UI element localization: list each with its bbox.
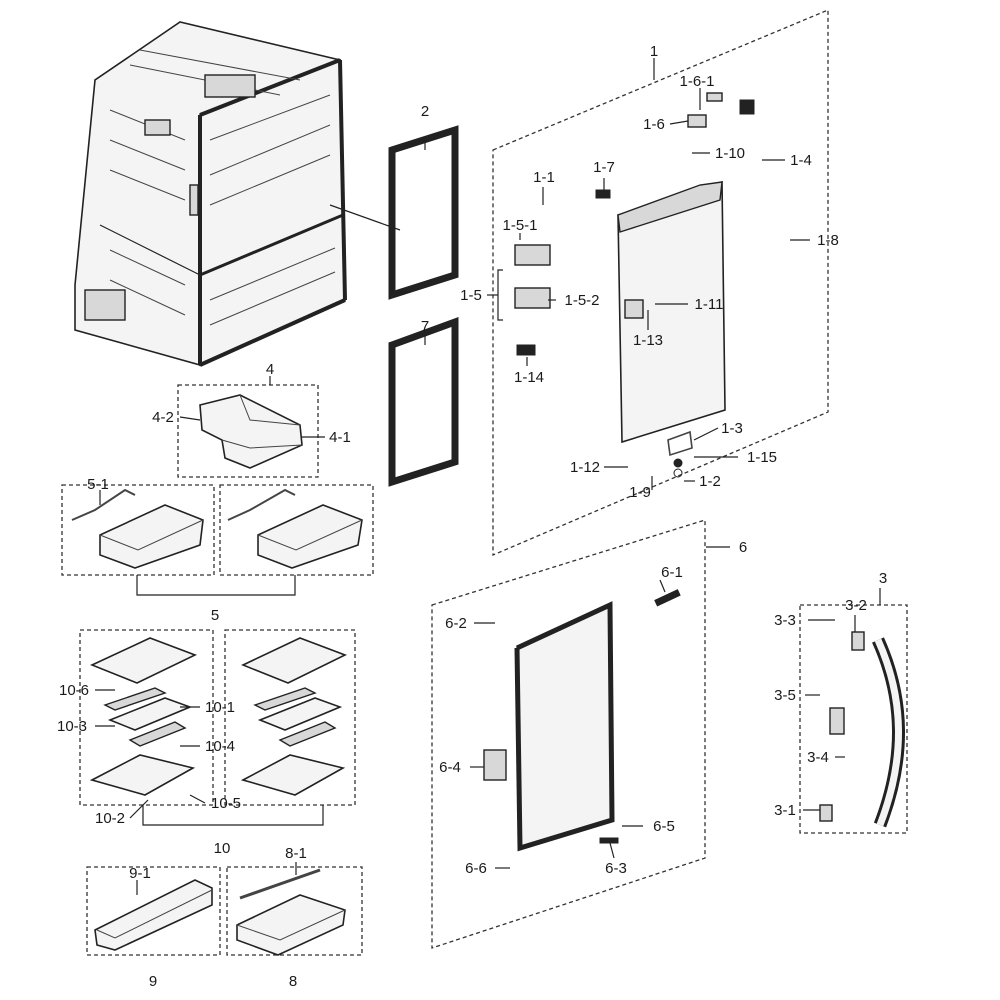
leader-lines — [95, 58, 881, 895]
door-bin-4-1 — [199, 394, 303, 469]
label-1-12: 1-12 — [570, 459, 600, 476]
group-5-left-box — [61, 484, 215, 576]
door-bin-9-1 — [94, 879, 213, 951]
group-5-right-box — [219, 484, 374, 576]
label-5: 5 — [211, 607, 219, 624]
handle-3 — [819, 631, 905, 828]
label-1-6: 1-6 — [643, 116, 665, 133]
group-10-left-box — [79, 629, 214, 806]
label-6-3: 6-3 — [605, 860, 627, 877]
label-6-1: 6-1 — [661, 564, 683, 581]
label-3-3: 3-3 — [774, 612, 796, 629]
label-1-15: 1-15 — [747, 449, 777, 466]
label-2: 2 — [421, 103, 429, 120]
label-4-1: 4-1 — [329, 429, 351, 446]
label-1-11: 1-11 — [695, 296, 724, 313]
label-3-5: 3-5 — [774, 687, 796, 704]
group-10-right-box — [224, 629, 356, 806]
callout-labels: 1 1-6-1 1-6 1-10 1-4 1-7 1-1 1-5-1 1-8 1… — [57, 43, 887, 990]
label-8-1: 8-1 — [285, 845, 307, 862]
drawer-5-right — [227, 488, 363, 569]
label-1-10: 1-10 — [715, 145, 745, 162]
label-1-6-1: 1-6-1 — [679, 73, 714, 90]
label-1-2: 1-2 — [699, 473, 721, 490]
label-4: 4 — [266, 361, 274, 378]
label-6-2: 6-2 — [445, 615, 467, 632]
label-6-4: 6-4 — [439, 759, 461, 776]
door-hinge-parts-1 — [514, 92, 755, 478]
label-1-5-2: 1-5-2 — [564, 292, 599, 309]
label-1-7: 1-7 — [593, 159, 615, 176]
door-gasket-lower — [388, 316, 459, 487]
group-4-box — [177, 384, 319, 478]
label-1-1: 1-1 — [533, 169, 555, 186]
label-3-2: 3-2 — [845, 597, 867, 614]
label-4-2: 4-2 — [152, 409, 174, 426]
label-10: 10 — [214, 840, 231, 857]
label-6: 6 — [739, 539, 747, 556]
door-panel-1 — [617, 180, 726, 444]
label-10-1: 10-1 — [205, 699, 235, 716]
label-10-3: 10-3 — [57, 718, 87, 735]
group-1-box — [492, 9, 829, 556]
label-10-2: 10-2 — [95, 810, 125, 827]
label-7: 7 — [421, 318, 429, 335]
label-1-9: 1-9 — [629, 484, 651, 501]
label-1-8: 1-8 — [817, 232, 839, 249]
label-1-3: 1-3 — [721, 420, 743, 437]
tray-8 — [236, 868, 346, 956]
door-gasket-upper — [388, 125, 459, 300]
door-panel-6 — [483, 589, 681, 852]
label-9: 9 — [149, 973, 157, 990]
label-10-5: 10-5 — [211, 795, 241, 812]
label-3-4: 3-4 — [807, 749, 829, 766]
drawer-5-left — [71, 488, 204, 569]
group-8-box — [226, 866, 363, 956]
refrigerator-cabinet — [74, 21, 347, 367]
label-1-14: 1-14 — [514, 369, 544, 386]
label-10-4: 10-4 — [205, 738, 235, 755]
label-1-5-1: 1-5-1 — [502, 217, 537, 234]
label-8: 8 — [289, 973, 297, 990]
group-6-box — [431, 519, 706, 949]
label-1: 1 — [650, 43, 658, 60]
label-1-13: 1-13 — [633, 332, 663, 349]
shelf-assembly-10-right — [240, 637, 348, 796]
label-3: 3 — [879, 570, 887, 587]
label-10-6: 10-6 — [59, 682, 89, 699]
shelf-assembly-10-left — [89, 637, 198, 796]
label-3-1: 3-1 — [774, 802, 796, 819]
group-9-box — [86, 866, 221, 956]
label-1-5: 1-5 — [460, 287, 482, 304]
group-3-box — [799, 604, 908, 834]
label-9-1: 9-1 — [129, 865, 151, 882]
label-6-6: 6-6 — [465, 860, 487, 877]
label-6-5: 6-5 — [653, 818, 675, 835]
label-1-4: 1-4 — [790, 152, 812, 169]
label-5-1: 5-1 — [87, 476, 109, 493]
